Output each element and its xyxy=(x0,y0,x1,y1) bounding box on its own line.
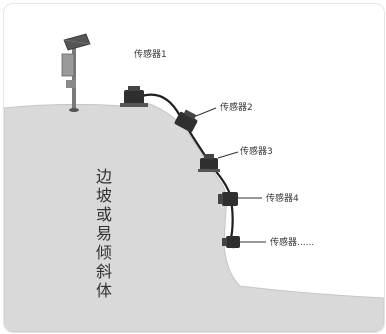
sensor-label-2: 传感器2 xyxy=(220,101,253,113)
sensor-3-leader xyxy=(217,151,239,159)
diagram-card: 传感器1 传感器2 传感器3 传感器4 传感器...... 边坡或易倾斜体 xyxy=(3,3,385,333)
sensor-4 xyxy=(218,192,238,206)
sensor-2 xyxy=(174,109,198,133)
slope-monitoring-diagram: 传感器1 传感器2 传感器3 传感器4 传感器...... 边坡或易倾斜体 xyxy=(4,33,384,332)
sensor-3 xyxy=(198,154,220,172)
sensor-label-5: 传感器...... xyxy=(270,236,314,248)
sensor-label-4: 传感器4 xyxy=(266,192,299,204)
sensor-2-leader xyxy=(195,107,217,117)
sensor-1 xyxy=(120,86,148,107)
sensor-label-3: 传感器3 xyxy=(240,145,273,157)
sensor-label-1: 传感器1 xyxy=(134,48,167,60)
slope-label: 边坡或易倾斜体 xyxy=(96,167,112,300)
solar-pole-icon xyxy=(61,33,91,112)
sensor-5 xyxy=(222,236,240,248)
